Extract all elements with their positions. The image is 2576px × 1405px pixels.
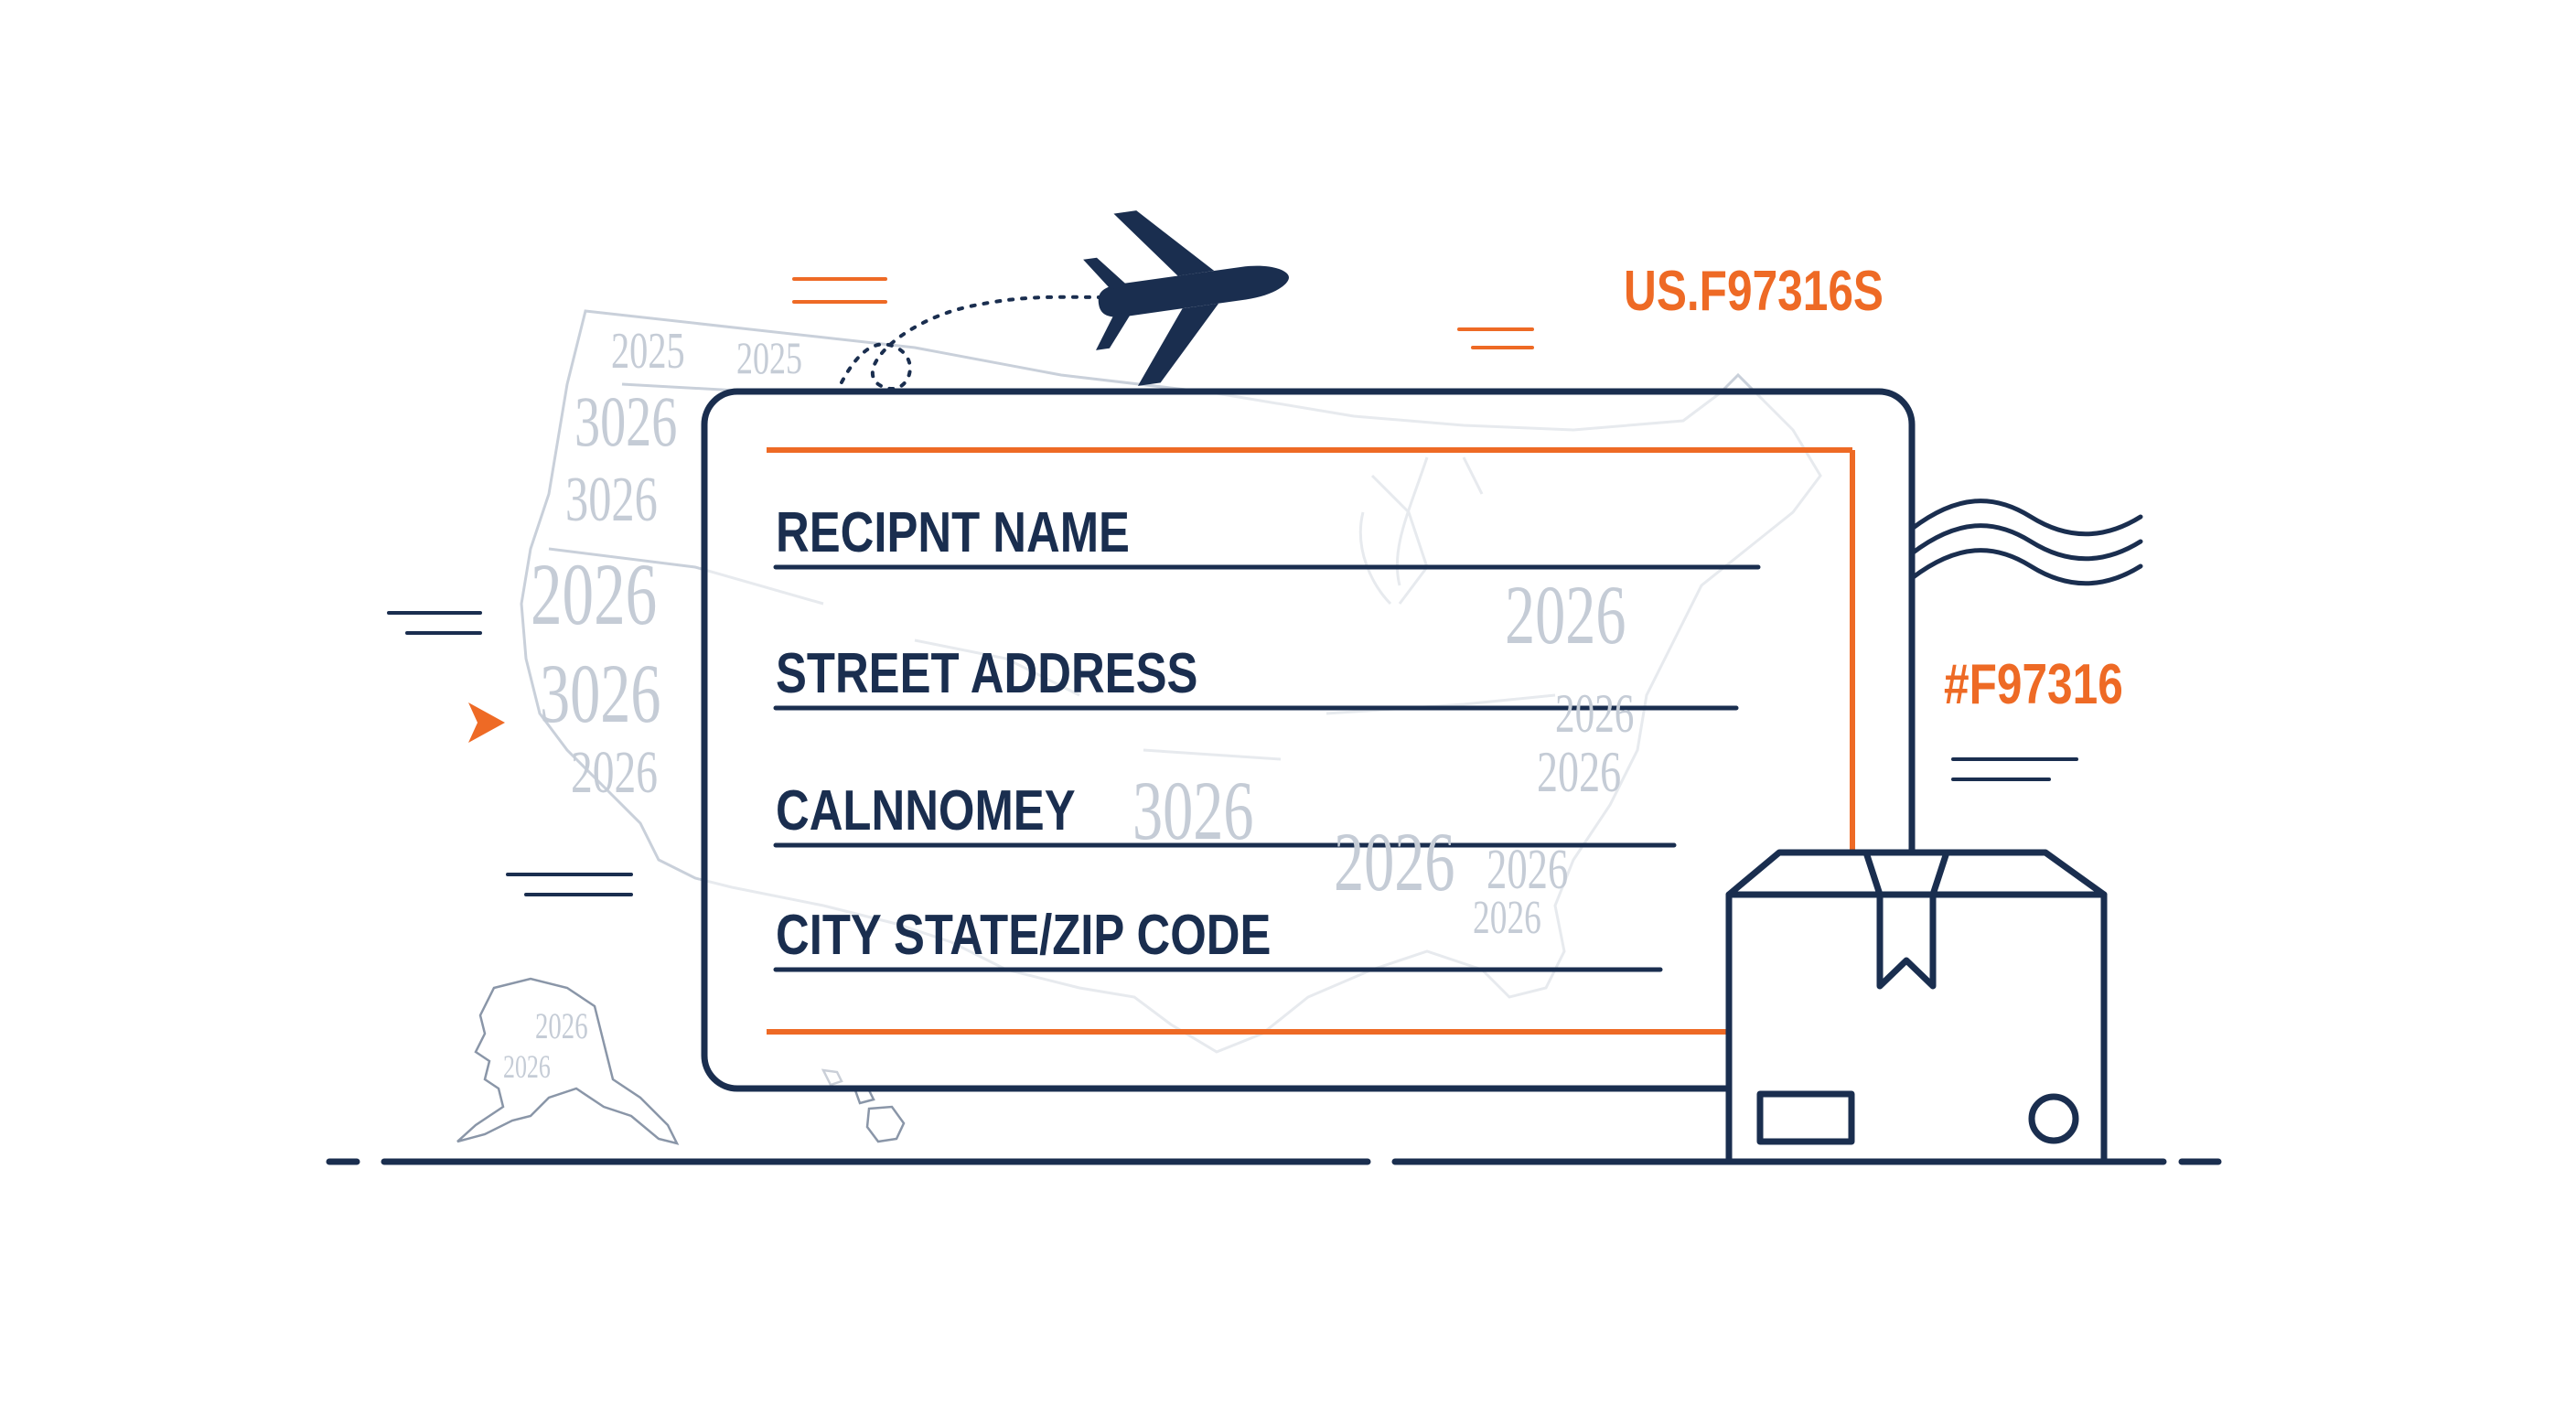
speed-lines — [387, 277, 2078, 896]
map-watermark-14: 2026 — [1473, 892, 1541, 944]
map-watermark-3: 3026 — [574, 381, 678, 461]
third-field-label: CALNNOMEY — [776, 779, 1076, 842]
map-watermark-1: 2025 — [611, 323, 685, 380]
alaska-outline — [456, 977, 680, 1145]
map-watermark-5: 2026 — [531, 545, 658, 643]
tracking-code-side: #F97316 — [1944, 653, 2123, 716]
map-watermark-4: 3026 — [565, 465, 658, 535]
map-watermark-9: 2026 — [1334, 815, 1455, 908]
tracking-code-top: US.F97316S — [1624, 260, 1884, 323]
map-watermark-10: 2026 — [1505, 568, 1626, 661]
map-watermark-15: 2026 — [535, 1005, 588, 1046]
map-watermark-8: 3026 — [1132, 764, 1254, 857]
map-watermark-11: 2026 — [1555, 683, 1635, 744]
flight-path — [840, 295, 1109, 391]
package-circle-mark — [2028, 1093, 2079, 1144]
map-watermark-16: 2026 — [503, 1048, 551, 1085]
arrow-right-icon — [468, 702, 505, 743]
label-orange-border — [767, 447, 1855, 1035]
postmark-waves-icon — [1909, 499, 2143, 586]
package-label-rect — [1756, 1090, 1855, 1145]
map-watermark-7: 2026 — [571, 739, 659, 806]
city-state-zip-label: CITY STATE/ZIP CODE — [776, 904, 1272, 967]
airplane-icon — [1083, 210, 1289, 386]
map-watermark-13: 2026 — [1487, 839, 1569, 901]
map-watermark-12: 2026 — [1537, 739, 1622, 804]
recipient-name-label: RECIPNT NAME — [776, 501, 1130, 564]
map-watermark-2: 2025 — [736, 332, 802, 383]
field-underlines — [773, 564, 1761, 972]
street-address-label: STREET ADDRESS — [776, 642, 1198, 705]
package-box-icon — [1725, 849, 2108, 1165]
map-watermark-6: 3026 — [540, 647, 661, 740]
